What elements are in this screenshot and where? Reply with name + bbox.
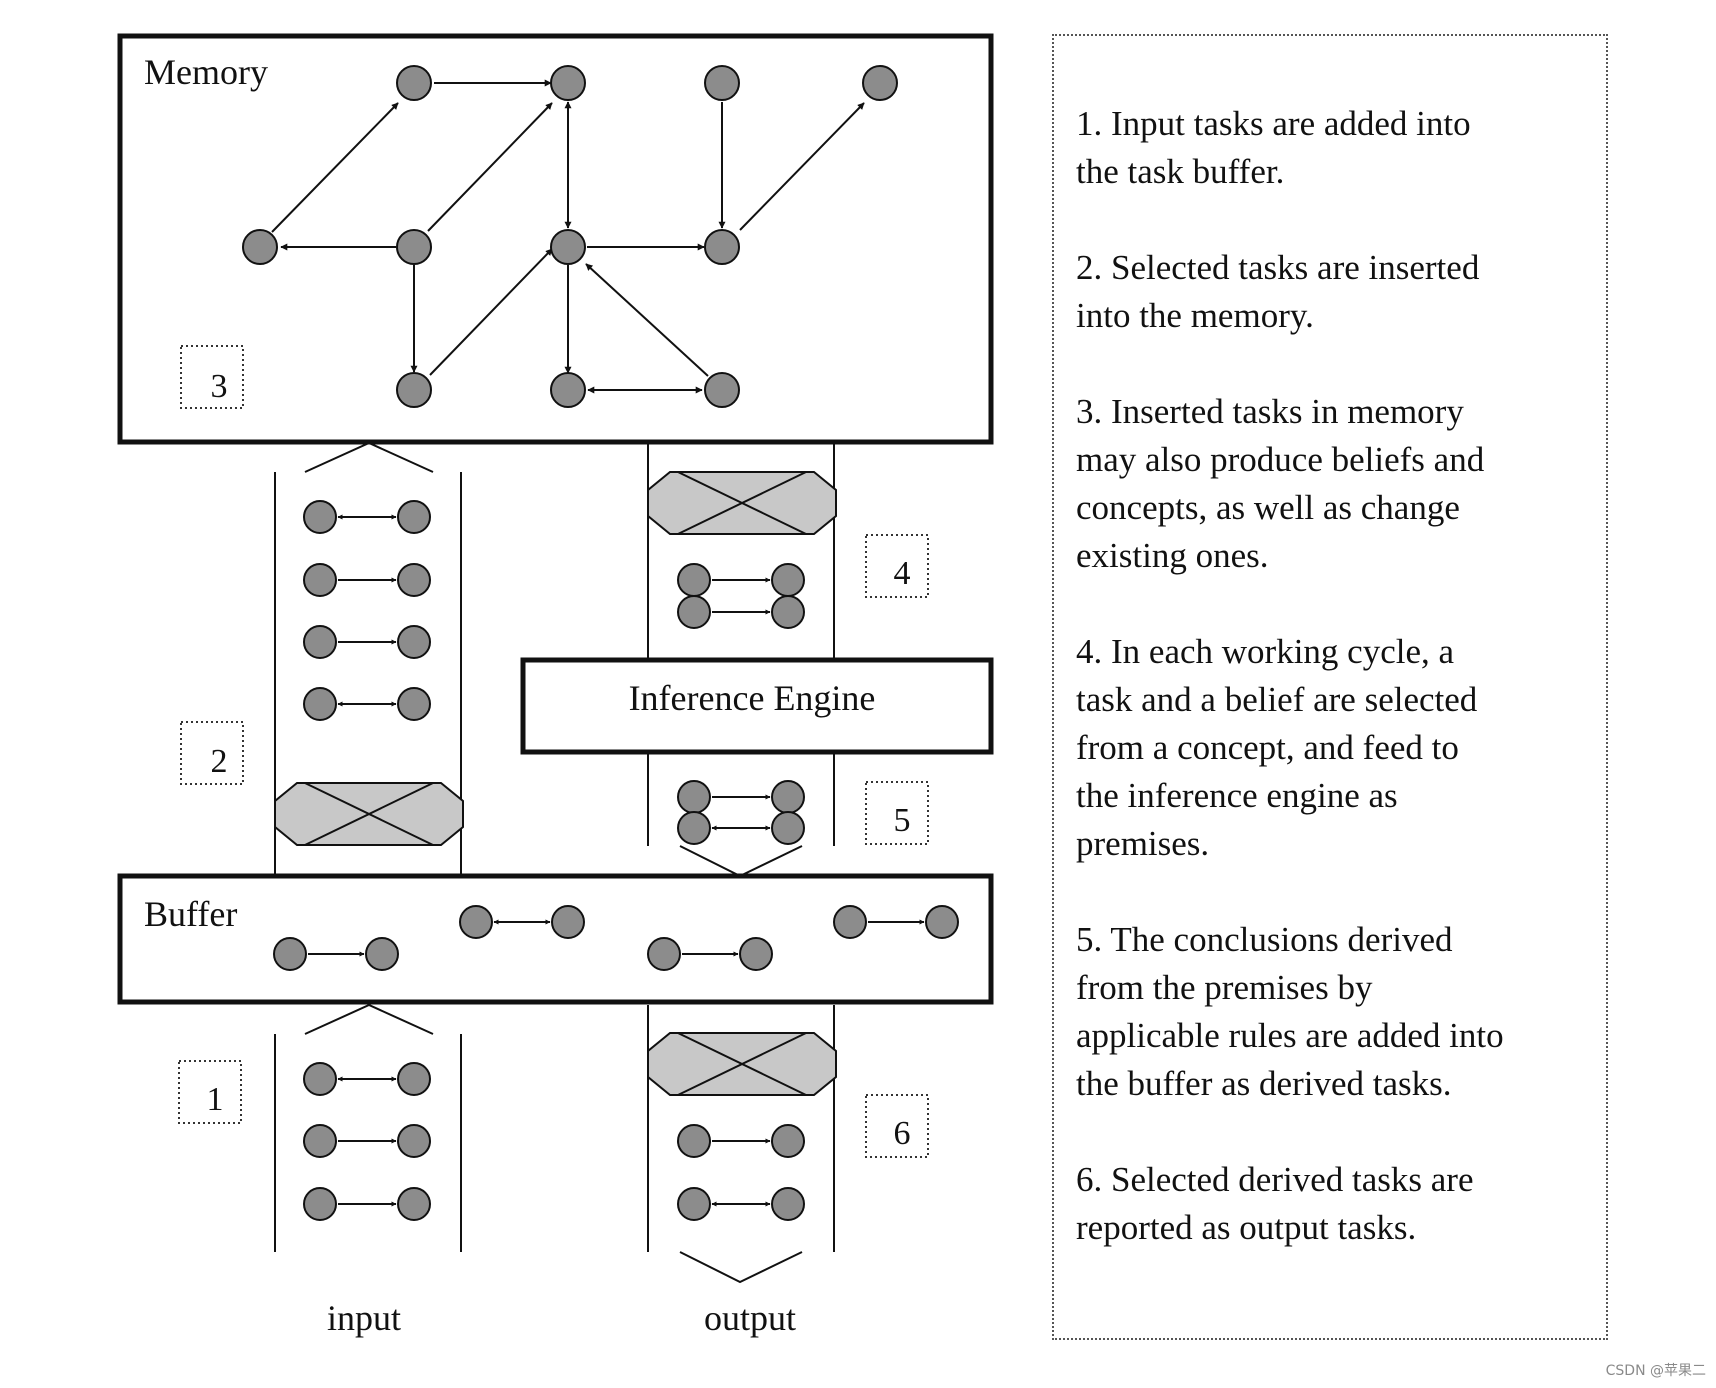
- task-pair: [303, 500, 431, 534]
- step-1-text: 1. Input tasks are added into the task b…: [1076, 104, 1471, 191]
- memory-node: [704, 372, 740, 408]
- task-pair: [833, 905, 959, 939]
- edge: [739, 102, 865, 231]
- step-2-text: 2. Selected tasks are inserted into the …: [1076, 248, 1480, 335]
- memory-node: [396, 65, 432, 101]
- memory-node: [704, 65, 740, 101]
- step-marker-3-box: [180, 345, 244, 409]
- step-3-text: 3. Inserted tasks in memory may also pro…: [1076, 392, 1485, 575]
- memory-node: [704, 229, 740, 265]
- inference-engine-label: Inference Engine: [629, 678, 876, 718]
- output-channel-lower: [647, 1005, 835, 1284]
- task-pair: [303, 1062, 431, 1096]
- step-marker-4-box: [865, 534, 929, 598]
- task-pair: [303, 1187, 431, 1221]
- gate-input-upper: [274, 782, 464, 846]
- task-pair: [677, 563, 805, 597]
- step-4-text: 4. In each working cycle, a task and a b…: [1076, 632, 1478, 863]
- output-label: output: [704, 1298, 796, 1338]
- task-pair: [459, 905, 585, 939]
- step-marker-2-box: [180, 721, 244, 785]
- task-pair: [303, 1124, 431, 1158]
- memory-label: Memory: [144, 52, 268, 92]
- memory-graph-nodes: [242, 65, 898, 408]
- memory-node: [242, 229, 278, 265]
- step-marker-5-box: [865, 781, 929, 845]
- task-pair: [677, 1187, 805, 1221]
- edge: [429, 248, 553, 376]
- task-pair: [303, 563, 431, 597]
- input-channel-lower: [274, 1003, 462, 1252]
- task-pair: [647, 937, 773, 971]
- edge: [427, 102, 553, 232]
- buffer-label: Buffer: [144, 894, 237, 934]
- step-5-text: 5. The conclusions derived from the prem…: [1076, 920, 1504, 1103]
- step-marker-6-box: [865, 1094, 929, 1158]
- gate-output-lower: [647, 1032, 837, 1096]
- edge: [585, 263, 709, 377]
- memory-node: [550, 372, 586, 408]
- task-pair: [677, 1124, 805, 1158]
- step-marker-6: 6: [894, 1115, 911, 1152]
- step-6-text: 6. Selected derived tasks are reported a…: [1076, 1160, 1474, 1247]
- step-marker-2: 2: [211, 743, 228, 780]
- task-pair: [677, 811, 805, 845]
- steps-description-panel: 1. Input tasks are added into the task b…: [1052, 34, 1608, 1340]
- memory-graph-edges: [271, 79, 865, 394]
- task-pair: [677, 780, 805, 814]
- step-marker-1-box: [178, 1060, 242, 1124]
- task-pair: [303, 687, 431, 721]
- step-marker-4: 4: [894, 555, 911, 592]
- task-pair: [677, 595, 805, 629]
- memory-node: [396, 372, 432, 408]
- memory-box: [117, 33, 994, 445]
- input-label: input: [327, 1298, 401, 1338]
- inference-engine-box: [520, 657, 994, 755]
- memory-node: [550, 229, 586, 265]
- task-pairs: [273, 500, 959, 1221]
- step-marker-5: 5: [894, 802, 911, 839]
- gate-output-upper: [647, 471, 837, 535]
- step-marker-1: 1: [207, 1081, 224, 1118]
- watermark: CSDN @苹果二: [1605, 1363, 1706, 1379]
- task-pair: [273, 937, 399, 971]
- memory-node: [550, 65, 586, 101]
- buffer-box: [117, 873, 994, 1005]
- steps-list: 1. Input tasks are added into the task b…: [1076, 100, 1606, 1300]
- task-pair: [303, 625, 431, 659]
- edge: [271, 102, 399, 233]
- step-marker-3: 3: [211, 368, 228, 405]
- memory-node: [396, 229, 432, 265]
- memory-node: [862, 65, 898, 101]
